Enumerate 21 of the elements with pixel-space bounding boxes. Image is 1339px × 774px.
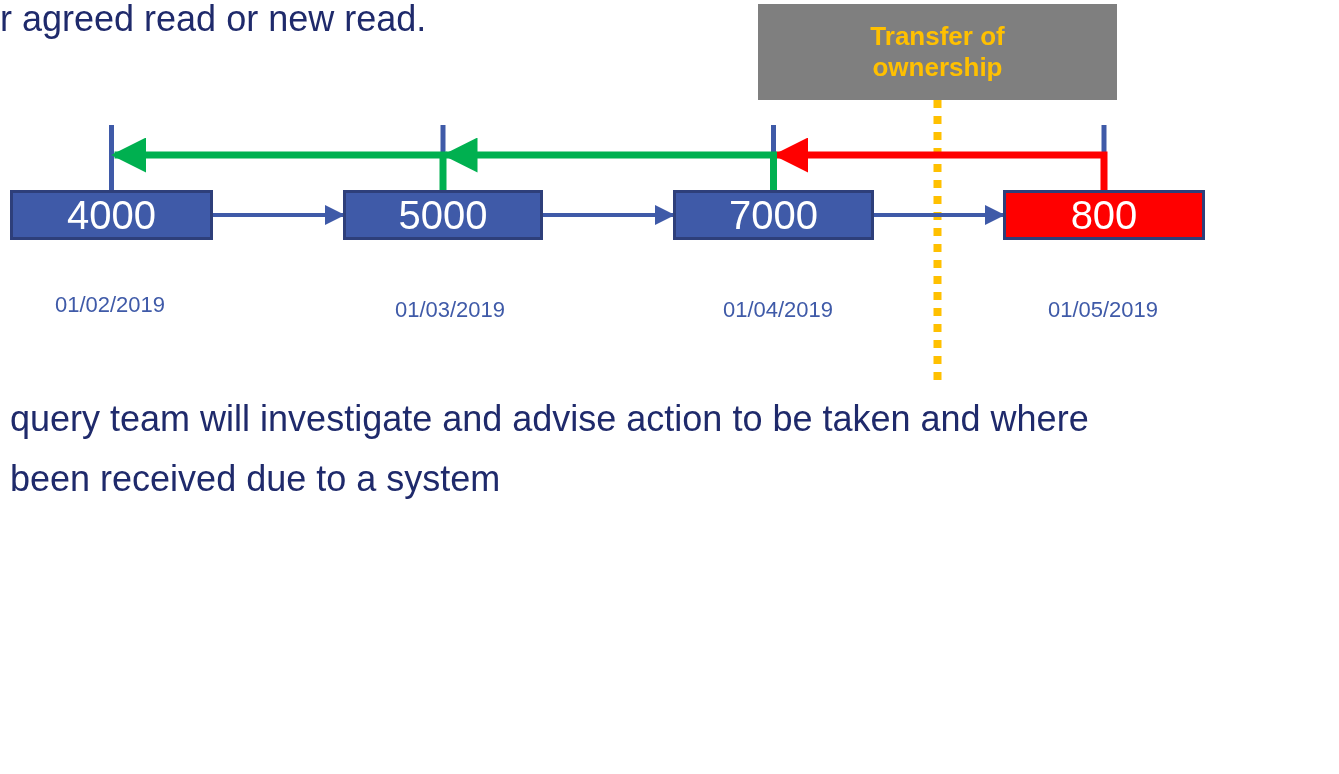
reading-value: 4000 [67, 192, 156, 239]
arrow [874, 205, 1005, 225]
date-text: 01/03/2019 [394, 297, 506, 323]
reading-box [673, 190, 874, 240]
reading-box [1003, 190, 1205, 240]
arrow [213, 205, 345, 225]
reading-value: 800 [1070, 192, 1138, 239]
body-text: r agreed read or new read. [0, 0, 427, 40]
body-text: query team will investigate and advise action to be taken and where [10, 398, 1089, 440]
reading-box [10, 190, 213, 240]
banner-title: Transfer of ownership [869, 20, 1006, 84]
date-text: 01/05/2019 [1047, 297, 1159, 323]
date-text: 01/02/2019 [54, 292, 166, 318]
arrow [543, 205, 675, 225]
body-text: been received due to a system [10, 458, 501, 500]
date-text: 01/04/2019 [722, 297, 834, 323]
reading-value: 7000 [729, 192, 818, 239]
arrow [111, 137, 447, 190]
reading-value: 5000 [398, 192, 488, 239]
banner-box [758, 4, 1117, 100]
reading-box [343, 190, 543, 240]
